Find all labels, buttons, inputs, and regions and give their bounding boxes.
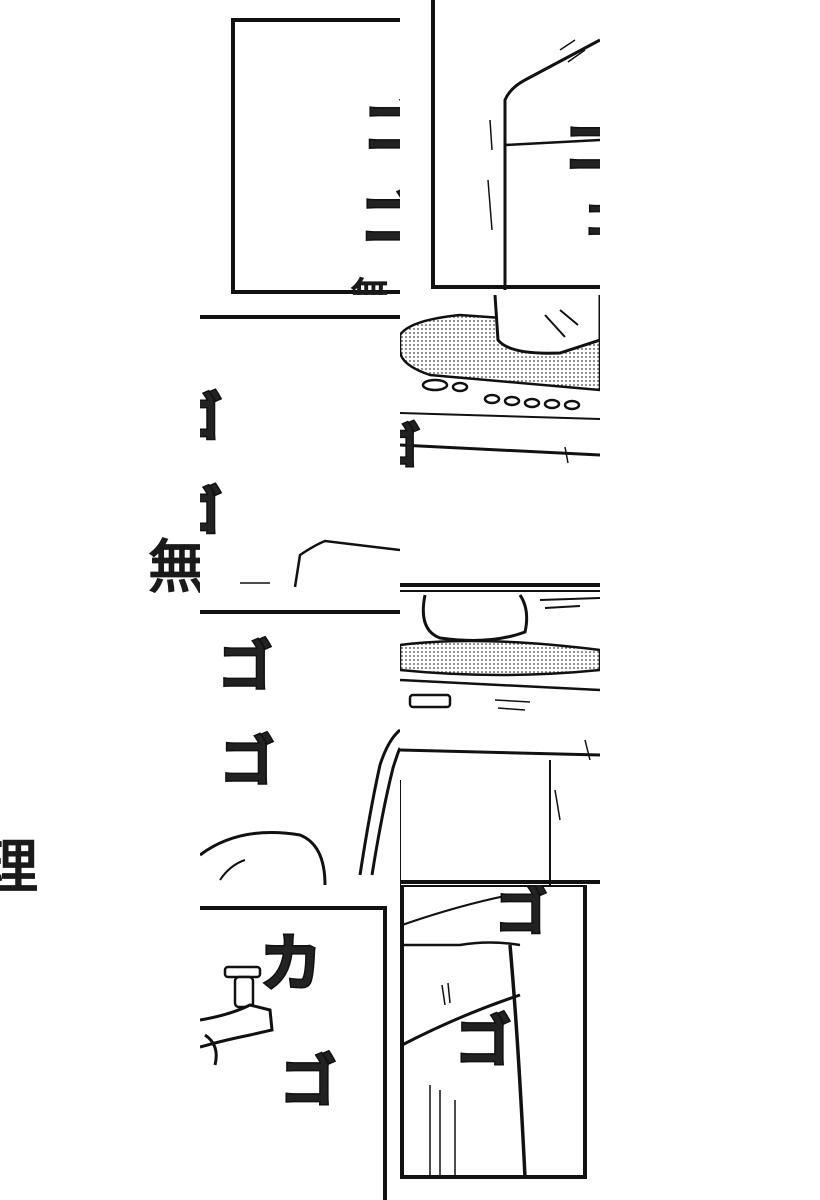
sfx-go-10: ゴ <box>279 1050 338 1115</box>
manga-tile-7: カ ゴ <box>200 905 400 1200</box>
side-text-fragment-1: 無 <box>148 533 206 601</box>
panel-7-art <box>200 906 387 1200</box>
manga-tile-1: ゴ ゴ 無 <box>200 0 400 295</box>
panel-3-art <box>200 315 400 588</box>
manga-tile-5: ゴ ゴ <box>200 590 400 885</box>
manga-tile-6 <box>400 590 600 885</box>
sfx-go-3: ゴ <box>562 113 600 181</box>
sfx-go-11: ゴ <box>493 885 548 943</box>
sfx-go-2: ゴ <box>358 185 400 253</box>
sfx-go-6: ゴ <box>200 486 224 541</box>
panel-2-art <box>431 0 600 290</box>
sfx-go-12: ゴ <box>454 1010 513 1075</box>
tile-1-text-fragment: 無 <box>350 278 390 295</box>
sfx-go-8: ゴ <box>217 635 274 698</box>
manga-tile-4: ゴ <box>400 295 600 590</box>
sfx-ka: カ <box>258 927 323 1000</box>
side-text-fragment-2: 理 <box>0 833 38 901</box>
sfx-go-7: ゴ <box>400 422 422 473</box>
sfx-go-9: ゴ <box>219 730 276 793</box>
manga-tile-2: ゴ ゴ <box>400 0 600 295</box>
panel-4-art <box>400 295 600 587</box>
sfx-go-5: ゴ <box>200 392 224 447</box>
sfx-go-4: ゴ <box>584 199 601 242</box>
sfx-go-1: ゴ <box>361 93 400 161</box>
panel-6-art <box>400 590 600 885</box>
manga-tile-3: ゴ ゴ <box>200 295 400 590</box>
panel-8-art <box>400 885 587 1179</box>
panel-5-art <box>200 610 400 885</box>
manga-tile-8: ゴ ゴ <box>400 885 600 1180</box>
panel-1-art <box>231 18 400 294</box>
